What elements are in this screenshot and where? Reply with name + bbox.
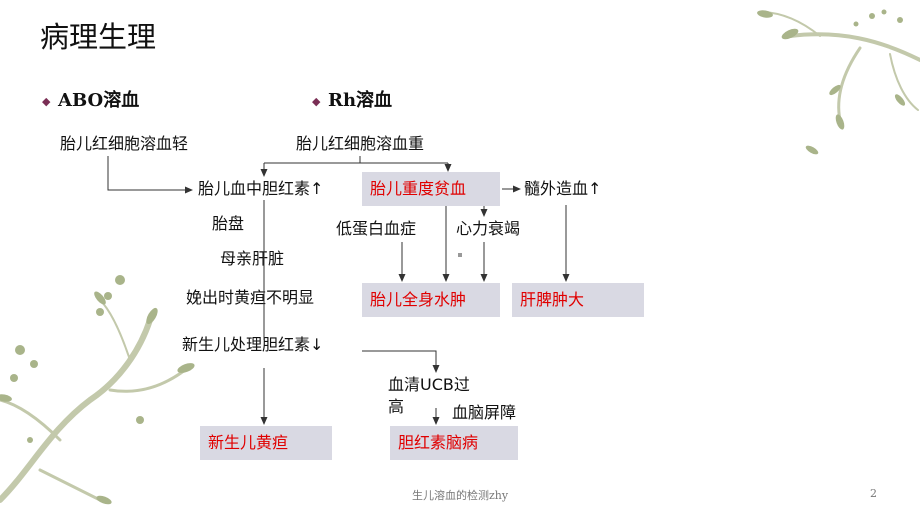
box-fetal-hydrops: 胎儿全身水肿 (362, 283, 500, 317)
node-hypoproteinemia: 低蛋白血症 (336, 219, 417, 238)
top-right-branch (759, 11, 920, 122)
arrow-abo-to-fetal-bilirubin (107, 156, 193, 194)
footer-caption: 生儿溶血的检测zhy (412, 489, 509, 502)
node-extramedullary-hematopoiesis: 髓外造血↑ (524, 179, 602, 198)
page-title: 病理生理 (40, 20, 157, 54)
node-mild-jaundice-at-birth: 娩出时黄疸不明显 (186, 288, 315, 307)
box-neonatal-jaundice: 新生儿黄疸 (200, 426, 332, 460)
node-blood-brain-barrier: 血脑屏障 (452, 403, 517, 422)
node-maternal-liver: 母亲肝脏 (220, 249, 285, 268)
top-right-leaves (757, 9, 906, 155)
node-serum-ucb-line2: 高 (388, 397, 405, 416)
node-rh-rbc-severe: 胎儿红细胞溶血重 (296, 134, 425, 153)
footer-page-number: 2 (870, 487, 877, 500)
abo-bullet-icon: ◆ (42, 95, 51, 108)
node-fetal-bilirubin: 胎儿血中胆红素↑ (198, 179, 324, 198)
small-marker (458, 253, 462, 257)
bottom-left-leaves (0, 275, 195, 505)
node-heart-failure: 心力衰竭 (456, 219, 521, 238)
box-hepatosplenomegaly: 肝脾肿大 (512, 283, 644, 317)
arrow-newborn-to-serum-ucb (362, 350, 440, 373)
node-newborn-bilirubin-processing: 新生儿处理胆红素↓ (182, 335, 324, 354)
box-severe-anemia: 胎儿重度贫血 (362, 172, 500, 206)
node-placenta: 胎盘 (212, 214, 245, 233)
node-abo-rbc-mild: 胎儿红细胞溶血轻 (60, 134, 189, 153)
rh-heading: Rh溶血 (328, 90, 393, 111)
node-serum-ucb-line1: 血清UCB过 (388, 375, 470, 394)
box-kernicterus: 胆红素脑病 (390, 426, 518, 460)
abo-heading: ABO溶血 (58, 90, 140, 111)
rh-bullet-icon: ◆ (312, 95, 321, 108)
